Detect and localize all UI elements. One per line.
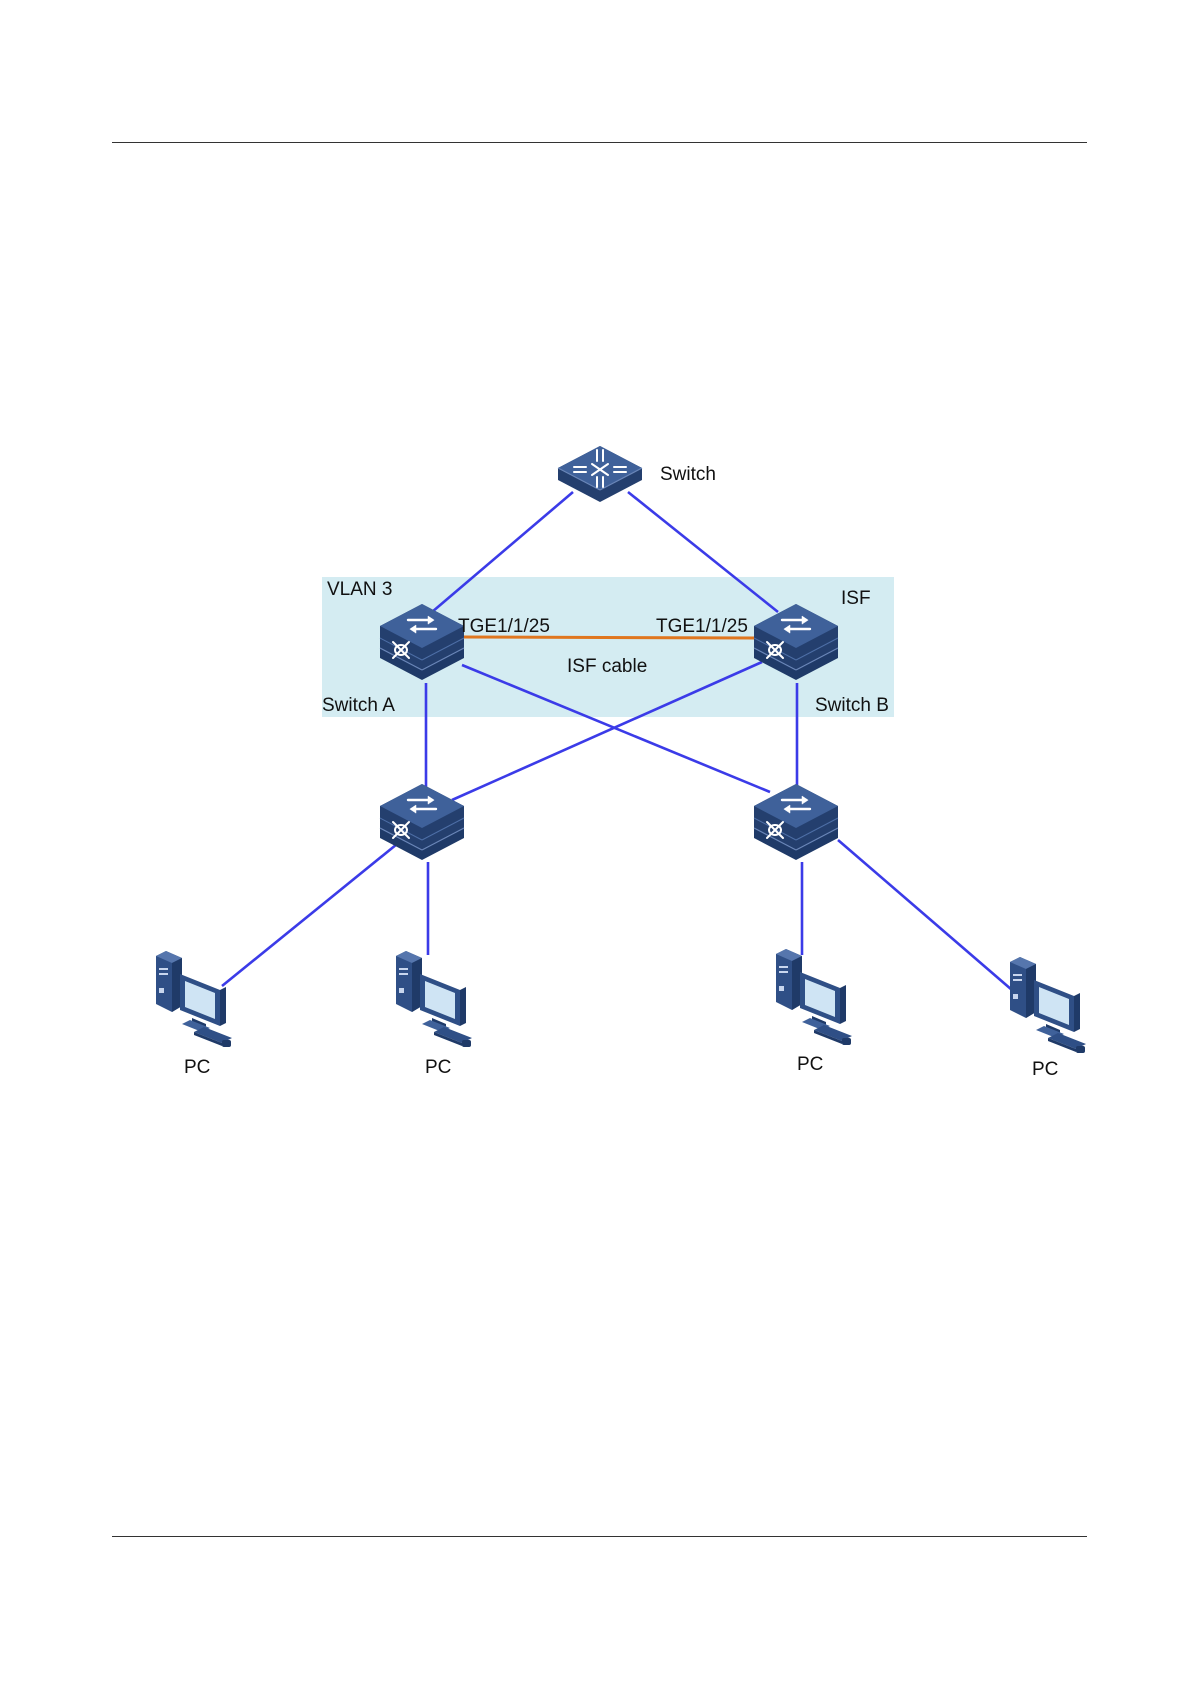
- label-pc-4: PC: [1032, 1059, 1058, 1080]
- links: [222, 492, 1012, 990]
- label-port-a: TGE1/1/25: [458, 616, 550, 637]
- access-switch-right-icon: [754, 784, 838, 860]
- label-pc-2: PC: [425, 1057, 451, 1078]
- label-isf-cable: ISF cable: [567, 656, 647, 677]
- label-isf: ISF: [841, 588, 871, 609]
- label-switch-a: Switch A: [322, 695, 395, 716]
- pc-2-icon: [396, 951, 472, 1047]
- label-pc-3: PC: [797, 1054, 823, 1075]
- pc-4-icon: [1010, 957, 1086, 1053]
- link-access-left-to-pc-1: [222, 840, 402, 986]
- label-top-switch: Switch: [660, 464, 716, 485]
- pc-3-icon: [776, 949, 852, 1045]
- label-pc-1: PC: [184, 1057, 210, 1078]
- link-access-right-to-pc-4: [838, 840, 1012, 990]
- isf-cable-link: [462, 637, 754, 638]
- pc-1-icon: [156, 951, 232, 1047]
- label-vlan: VLAN 3: [327, 579, 392, 600]
- label-port-b: TGE1/1/25: [656, 616, 748, 637]
- label-switch-b: Switch B: [815, 695, 889, 716]
